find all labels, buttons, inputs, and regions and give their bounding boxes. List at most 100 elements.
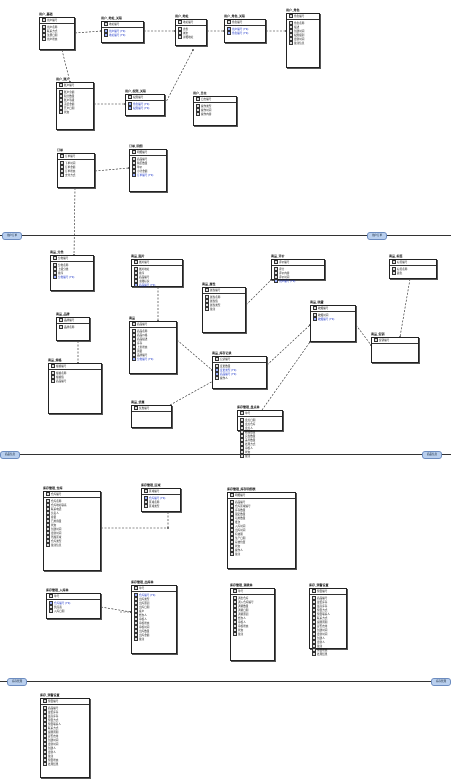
field-row: 单价 (132, 165, 164, 169)
primary-key-row: 标签编号 (390, 260, 436, 266)
field-label: 账户等级 (64, 99, 75, 102)
key-icon (49, 594, 53, 598)
field-icon (132, 337, 136, 341)
table-box: 单号调出仓库调入仓库编号调拨数量调拨日期调拨原因经办人审核人审核状态状态备注 (230, 588, 275, 661)
entity-table[interactable]: 商品_收藏收藏编号收藏时间收藏编号 (FK) (310, 300, 356, 342)
key-icon (60, 154, 64, 158)
relationship-line (73, 187, 76, 256)
entity-table[interactable]: 订单_明细明细编号商品编号购买数量单价小计金额订单编号 (FK) (129, 144, 167, 192)
entity-table[interactable]: 库存管理_调拨单单号调出仓库调入仓库编号调拨数量调拨日期调拨原因经办人审核人审核… (230, 583, 275, 661)
field-row: 盘点人 (240, 426, 280, 430)
table-box: 仓库编号仓库名称仓库地址联系联系电话负责人容量已用容量状态创建时间更新时间所属区… (43, 491, 101, 571)
entity-table[interactable]: 用户_账户账户编号账户余额积分数量账户等级冻结金额开户日期状态 (56, 77, 94, 130)
entity-table[interactable]: 订单订单编号下单时间订单金额订单状态支付方式 (57, 148, 95, 188)
entity-table[interactable]: 商品_促销促销编号 (371, 332, 419, 363)
field-row: 收藏编号 (FK) (313, 317, 353, 321)
field-label: 销量 (137, 350, 143, 353)
table-box: 用户编号用户名称联系方式注册日期用户状态 (39, 17, 75, 50)
primary-key-label: 区域编号 (149, 490, 160, 493)
section-1-left-label[interactable]: 用户订单 (2, 232, 22, 240)
entity-table[interactable]: 库存管理_出库单单号仓库编号 (FK)出库类型出库原因出库日期客户经办人审核人审… (131, 580, 177, 654)
field-icon (233, 616, 237, 620)
entity-table[interactable]: 用户_基础用户编号用户名称联系方式注册日期用户状态 (39, 12, 75, 50)
entity-table[interactable]: 库存管理_区域区域编号仓库编号 (FK)区域名称区域类型 (141, 483, 181, 512)
section-divider-2 (0, 454, 451, 455)
primary-key-label: 单号 (245, 412, 251, 415)
field-list: 仓库名称仓库地址联系联系电话负责人容量已用容量状态创建时间更新时间所属区域仓库类… (44, 498, 100, 548)
key-icon (132, 150, 136, 154)
entity-table[interactable]: 库存_预警设置预警编号商品编号最低库存最高库存预警方式预警联系人联系方式提醒周期… (40, 693, 90, 778)
field-icon (46, 543, 50, 547)
entity-table[interactable]: 库存管理_库存明细表明细编号商品编号仓库区域编号库存数量锁定数量可用数量批次入库… (227, 487, 296, 569)
field-icon (132, 161, 136, 165)
field-row: 品牌名称 (59, 325, 87, 329)
relationship-line (245, 279, 272, 306)
primary-key-row: 优惠编号 (132, 406, 171, 412)
field-row: 积分数量 (59, 94, 91, 98)
field-row: 销量 (132, 349, 174, 353)
primary-key-label: 仓库编号 (51, 493, 62, 496)
table-name: 库存管理_仓库 (43, 486, 63, 490)
entity-table[interactable]: 用户_角色角色编号角色名称描述创建时间权限级别更新时间备注信息 (286, 8, 320, 68)
entity-table[interactable]: 用户_角色_关联角色编号用户编号 (FK)角色编号 (FK) (224, 14, 266, 43)
primary-key-row: 记录编号 (213, 357, 266, 363)
entity-table[interactable]: 商品_评价评价编号评分评价内容评价时间用户编号 (FK) (271, 254, 325, 283)
entity-table[interactable]: 用户_地址地址编号省份城市详细地址 (175, 14, 207, 46)
field-row: 城市 (178, 31, 204, 35)
field-icon (215, 376, 219, 380)
key-icon (134, 586, 138, 590)
section-3-left-label[interactable]: 库存管理 (7, 678, 27, 686)
field-label: 入库时间 (235, 525, 246, 528)
primary-key-row: 评价编号 (272, 260, 324, 266)
key-icon (233, 589, 237, 593)
table-name: 商品_收藏 (310, 300, 324, 304)
entity-table[interactable]: 商品_分类分类编号分类名称上级分类排序分类编号 (FK) (50, 250, 94, 291)
field-row: 处理方式 (240, 442, 280, 446)
field-row: 生产日期 (230, 536, 293, 540)
field-row: 角色编号 (FK) (227, 31, 263, 35)
field-label: 变更数量 (220, 365, 231, 368)
field-label: 创建人 (48, 747, 56, 750)
entity-table[interactable]: 用户_地址_关联地址编号用户编号 (FK)地址编号 (FK) (101, 16, 144, 43)
field-row: 状态 (233, 628, 272, 632)
field-icon (46, 503, 50, 507)
entity-table[interactable]: 库存_预警设置预警编号商品编号最低库存最高库存预警方式预警联系人联系方式提醒周期… (309, 583, 347, 656)
entity-table[interactable]: 商品_属性属性编号属性名称属性值属性类型备注 (202, 282, 246, 333)
field-list: 调出仓库调入仓库编号调拨数量调拨日期调拨原因经办人审核人审核状态状态备注 (231, 595, 274, 637)
field-row: 小计金额 (132, 169, 164, 173)
field-label: 排序 (139, 272, 145, 275)
field-list: 品牌名称 (57, 324, 89, 330)
entity-table[interactable]: 库存管理_入库单单号仓库编号 (FK)供应商入库日期 (46, 588, 101, 619)
field-icon (289, 33, 293, 37)
entity-table[interactable]: 商品_标签标签编号标签名称颜色 (389, 254, 437, 279)
table-name: 用户_角色_关联 (224, 14, 246, 18)
field-row: 可用数量 (230, 516, 293, 520)
section-2-left-label[interactable]: 商品信息 (0, 451, 20, 459)
entity-table[interactable]: 库存管理_盘点单单号盘点日期盘点仓库盘点人账面数量实盘数量差异数量处理方式审核人… (237, 405, 283, 458)
entity-table[interactable]: 库存管理_仓库仓库编号仓库名称仓库地址联系联系电话负责人容量已用容量状态创建时间… (43, 486, 101, 571)
section-3-right-label[interactable]: 库存管理 (431, 678, 451, 686)
entity-table[interactable]: 商品_库存记录记录编号变更数量变更类型 (FK)商品编号 (FK)操作人 (212, 351, 267, 389)
field-icon (233, 608, 237, 612)
entity-table[interactable]: 商品商品编号商品名称商品价格商品描述库存上架状态销量品牌编号分类编号 (FK) (129, 316, 177, 374)
entity-table[interactable]: 商品_品牌品牌编号品牌名称 (56, 312, 90, 341)
field-icon (134, 275, 138, 279)
foreign-key-icon (313, 317, 317, 321)
field-label: 属性类型 (210, 304, 221, 307)
primary-key-label: 单号 (54, 595, 60, 598)
field-row: 账户余额 (59, 90, 91, 94)
primary-key-label: 属性编号 (210, 289, 221, 292)
entity-table[interactable]: 用户_权限_关联权限编号角色编号 (FK)权限编号 (FK) (125, 89, 165, 116)
field-row: 分类编号 (FK) (53, 275, 91, 279)
section-2-right-label[interactable]: 商品信息 (422, 451, 442, 459)
entity-table[interactable]: 商品_优惠优惠编号 (131, 400, 172, 428)
field-row: 备注 (240, 454, 280, 458)
entity-table[interactable]: 商品_规格规格编号规格名称规格值商品编号 (48, 358, 102, 414)
section-1-right-label[interactable]: 用户订单 (367, 232, 387, 240)
table-box: 规格编号规格名称规格值商品编号 (48, 363, 102, 414)
entity-table[interactable]: 商品_图片图片编号图片地址排序商品编号主图标识商品编号 (FK) (131, 254, 183, 287)
field-icon (233, 628, 237, 632)
entity-table[interactable]: 用户_日志日志编号操作类型操作时间操作内容 (193, 91, 237, 126)
field-row: 预警方式 (312, 608, 344, 612)
field-icon (46, 511, 50, 515)
